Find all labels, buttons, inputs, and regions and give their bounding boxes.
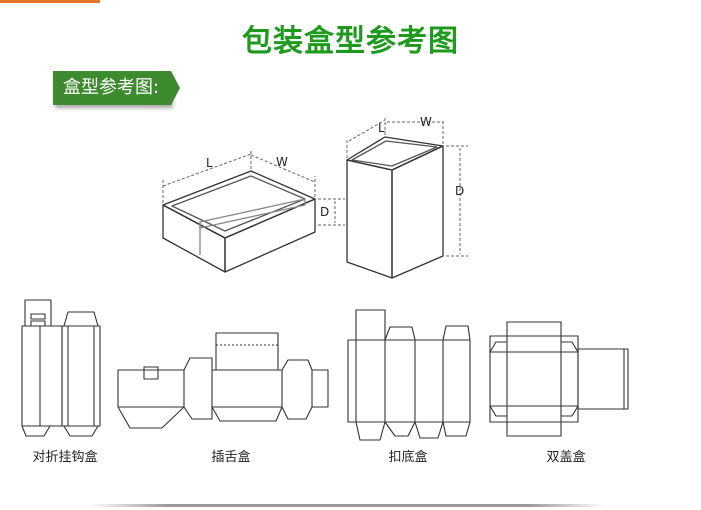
- top-accent-bar: [0, 0, 100, 3]
- tall-width-label: W: [420, 115, 432, 129]
- bottom-divider: [90, 504, 605, 507]
- caption-lock-bottom: 扣底盒: [388, 450, 428, 465]
- dieline-lock-bottom-box: [347, 309, 471, 441]
- tall-box-dimension-lines: [346, 118, 468, 257]
- tall-length-label: L: [378, 121, 385, 135]
- section-badge: 盒型参考图:: [53, 71, 181, 105]
- open-tray-box: [162, 170, 316, 273]
- tray-length-label: L: [206, 156, 213, 170]
- tray-dimension-lines: [162, 150, 345, 226]
- caption-hanger-box: 对折挂钩盒: [32, 450, 98, 465]
- tall-depth-label: D: [455, 184, 464, 198]
- caption-double-lid: 双盖盒: [546, 450, 586, 465]
- tall-box: [346, 136, 444, 279]
- dieline-tuck-box: [117, 332, 329, 429]
- dieline-double-lid-box: [489, 321, 629, 437]
- tray-depth-label: D: [320, 205, 329, 219]
- page-title: 包装盒型参考图: [242, 24, 459, 59]
- tray-width-label: W: [276, 155, 288, 169]
- dieline-hanger-box: [21, 299, 101, 437]
- caption-tuck-box: 插舌盒: [211, 450, 251, 465]
